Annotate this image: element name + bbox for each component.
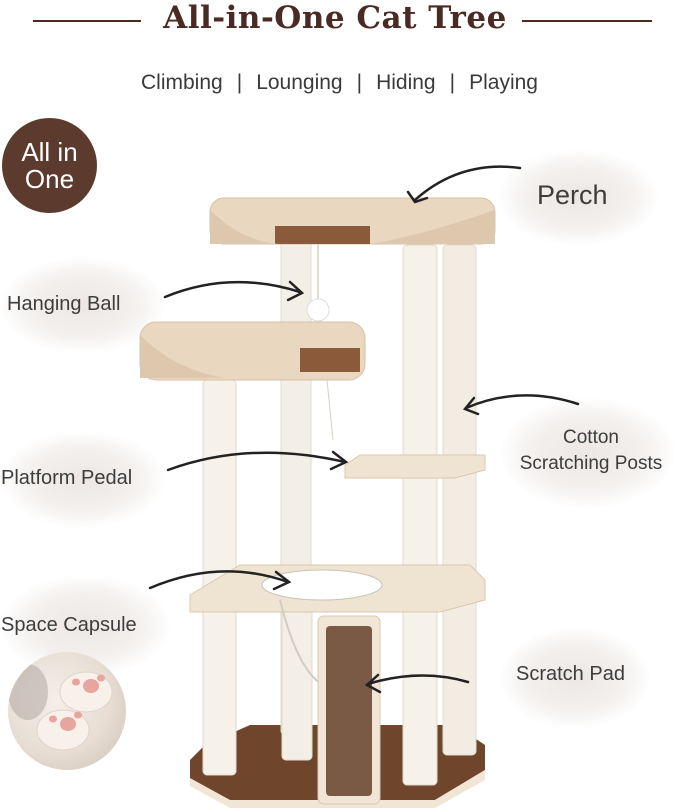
feature-climbing: Climbing <box>141 71 223 94</box>
feature-lounging: Lounging <box>256 71 343 94</box>
paw-photo <box>8 652 126 770</box>
title-rule-right <box>522 20 652 22</box>
cloud-hanging-ball <box>0 258 165 353</box>
paw-icon <box>8 664 113 751</box>
cloud-scratch-pad <box>500 628 650 728</box>
arrow-head-icon <box>462 396 480 416</box>
feature-separator: | <box>236 71 243 94</box>
label-perch: Perch <box>537 180 608 210</box>
arrow-head-icon <box>364 673 382 694</box>
arrow-head-icon <box>286 280 305 302</box>
curved-arrow-icon <box>163 280 302 299</box>
cloud-cotton <box>500 398 675 508</box>
label-hanging-ball: Hanging Ball <box>7 293 121 315</box>
page-title: All-in-One Cat Tree <box>163 0 507 36</box>
label-cotton-scratching-posts: Cotton Scratching Posts <box>506 425 676 477</box>
title-rule-left <box>33 20 141 22</box>
platform-pedal <box>344 454 486 479</box>
label-platform-pedal: Platform Pedal <box>1 467 133 489</box>
label-space-capsule: Space Capsule <box>1 614 137 636</box>
arrow-head-icon <box>406 190 429 204</box>
cloud-perch <box>498 150 658 245</box>
label-cotton-line-2: Scratching Posts <box>519 453 663 474</box>
cloud-platform-pedal <box>0 432 165 527</box>
arrow-head-icon <box>272 570 292 591</box>
badge-line-2: One <box>24 163 75 194</box>
feature-hiding: Hiding <box>376 71 436 94</box>
badge-line-1: All in <box>21 136 78 167</box>
lounge-bed <box>139 321 366 381</box>
curved-arrow-icon <box>413 165 522 202</box>
label-scratch-pad: Scratch Pad <box>516 663 625 685</box>
all-in-one-badge: All in One <box>2 118 97 213</box>
curved-arrow-icon <box>148 570 290 590</box>
arrow-head-icon <box>329 450 349 471</box>
capsule-platform <box>189 564 486 690</box>
title-bar: All-in-One Cat Tree <box>0 0 679 42</box>
curved-arrow-icon <box>464 394 580 410</box>
callout-arrows <box>148 165 580 694</box>
feature-list: Climbing | Lounging | Hiding | Playing <box>0 71 679 95</box>
scratch-pad <box>317 615 381 805</box>
perch-bed <box>209 197 496 245</box>
feature-separator: | <box>356 71 363 94</box>
curved-arrow-icon <box>166 451 347 472</box>
feature-separator: | <box>449 71 456 94</box>
label-cotton-line-1: Cotton <box>563 427 619 448</box>
curved-arrow-icon <box>366 674 470 686</box>
feature-playing: Playing <box>469 71 538 94</box>
